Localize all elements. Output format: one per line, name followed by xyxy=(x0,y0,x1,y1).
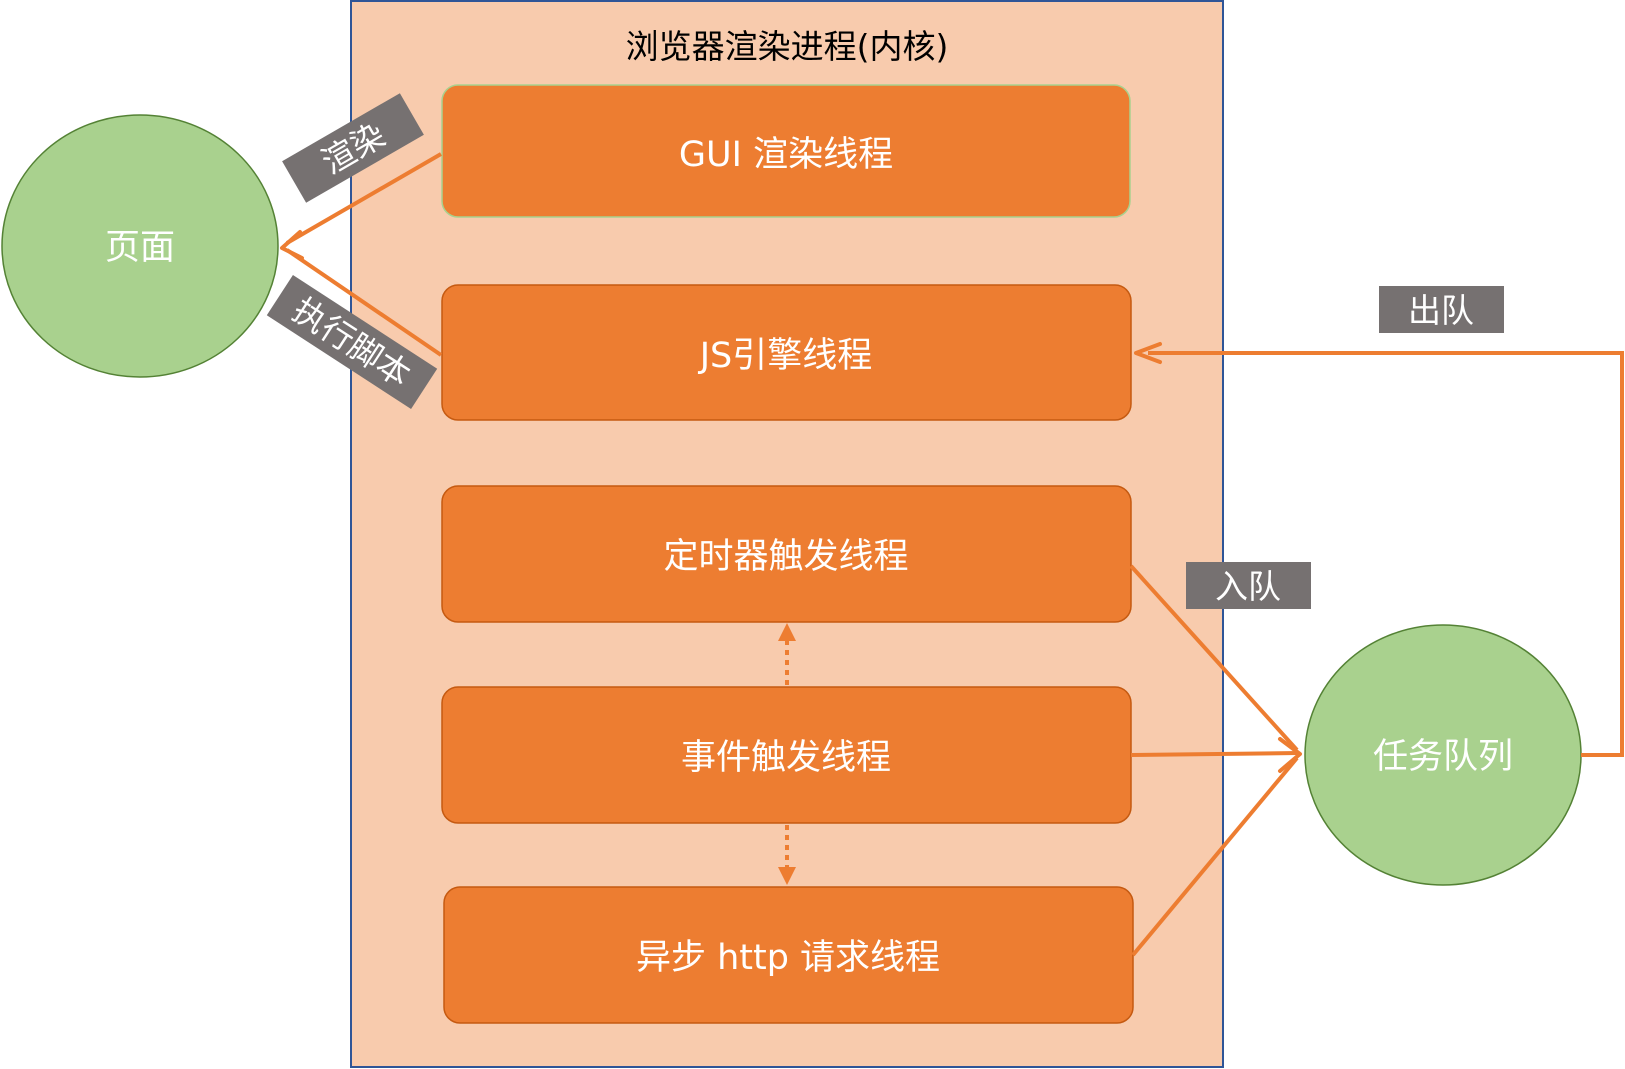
queue-arrowhead xyxy=(1278,737,1302,773)
event-to-timer-dotted-arrow xyxy=(778,623,796,685)
dequeue-arrow xyxy=(1134,342,1624,757)
render-process-title: 浏览器渲染进程(内核) xyxy=(626,27,949,66)
event-to-queue-arrow xyxy=(1130,751,1299,757)
js-engine-thread-label: JS引擎线程 xyxy=(698,336,873,376)
page-arrowhead xyxy=(280,230,304,260)
render-arrow xyxy=(285,152,443,245)
timer-trigger-thread: 定时器触发线程 xyxy=(441,485,1132,623)
dequeue-tag: 出队 xyxy=(1379,286,1504,333)
exec-script-arrow xyxy=(285,248,443,357)
gui-render-thread-label: GUI 渲染线程 xyxy=(679,135,893,175)
page-node: 页面 xyxy=(1,114,279,378)
http-to-queue-arrow xyxy=(1131,756,1299,957)
enqueue-tag: 入队 xyxy=(1186,562,1311,609)
event-trigger-thread: 事件触发线程 xyxy=(441,686,1132,824)
task-queue-node-label: 任务队列 xyxy=(1373,737,1513,777)
page-node-label: 页面 xyxy=(105,228,175,268)
dequeue-tag-label: 出队 xyxy=(1408,291,1474,330)
js-engine-thread: JS引擎线程 xyxy=(441,284,1132,421)
event-trigger-thread-label: 事件触发线程 xyxy=(681,738,891,778)
gui-render-thread: GUI 渲染线程 xyxy=(441,84,1131,218)
event-to-http-dotted-arrow xyxy=(778,825,796,885)
async-http-thread: 异步 http 请求线程 xyxy=(443,886,1134,1024)
timer-to-queue-arrow xyxy=(1129,564,1299,752)
async-http-thread-label: 异步 http 请求线程 xyxy=(636,938,940,978)
timer-trigger-thread-label: 定时器触发线程 xyxy=(663,537,908,577)
enqueue-tag-label: 入队 xyxy=(1215,567,1281,606)
task-queue-node: 任务队列 xyxy=(1304,624,1582,886)
